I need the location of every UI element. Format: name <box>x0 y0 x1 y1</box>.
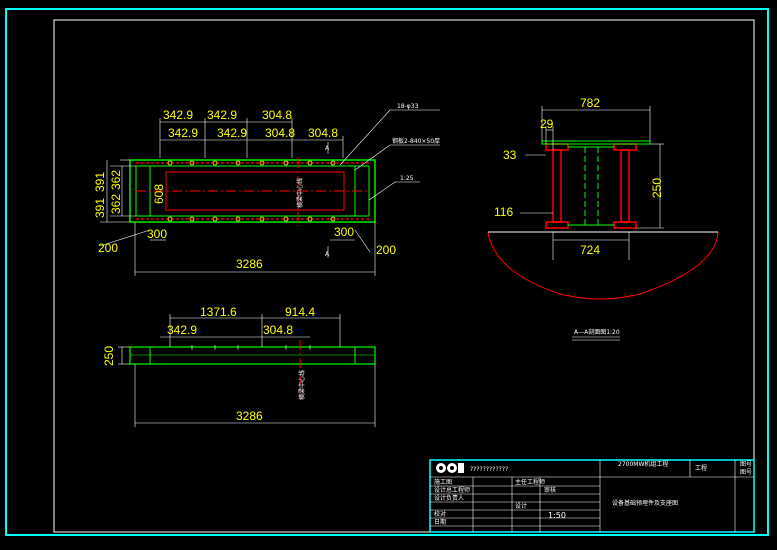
title-scale: 1:50 <box>548 511 566 520</box>
elevation-center-label: 横梁中心线 <box>298 370 306 400</box>
section-width-top: 782 <box>580 96 600 110</box>
section-offset: 33 <box>503 148 517 162</box>
outer-frame <box>5 8 769 536</box>
section-web: 116 <box>494 205 513 219</box>
title-label-3: 设计总工程师 <box>434 486 470 494</box>
plan-dim-top-1: 342.9 <box>163 108 193 122</box>
section-width-bottom: 724 <box>580 243 600 257</box>
title-label-2: 主任工程师 <box>515 478 545 486</box>
section-caption: A—A剖面图1:20 <box>574 328 620 336</box>
plan-dim-bottom-right2: 200 <box>376 243 396 257</box>
title-right-top: 图号 <box>740 461 752 468</box>
plan-dim-left-2: 391 <box>93 198 107 218</box>
elevation-height: 250 <box>102 346 116 366</box>
plan-dim-bottom-left: 200 <box>98 241 118 255</box>
elevation-dim-mid-2: 304.8 <box>263 323 293 337</box>
elevation-dim-top-1: 1371.6 <box>200 305 237 319</box>
title-label-6: 设计 <box>515 502 527 510</box>
title-label-1: 施工图 <box>434 478 452 486</box>
title-label-5: 设计负责人 <box>434 494 464 502</box>
section-flange: 29 <box>540 117 554 131</box>
title-label-8: 日期 <box>434 518 446 526</box>
elevation-dim-top-2: 914.4 <box>285 305 315 319</box>
elevation-view: 1371.6 914.4 342.9 304.8 250 3286 横梁中心线 <box>102 305 376 427</box>
title-label-4: 审核 <box>544 486 556 494</box>
elevation-overall-length: 3286 <box>236 409 263 423</box>
section-view: 782 29 33 250 116 724 A—A剖面图1:20 <box>487 96 719 341</box>
title-right-bottom: 图号 <box>740 469 752 476</box>
plan-note-holes: 18-φ33 <box>397 103 419 110</box>
plan-dim-left2-1: 362 <box>109 170 123 190</box>
title-label-7: 校对 <box>434 510 446 518</box>
plan-dim-top2-2: 342.9 <box>217 126 247 140</box>
title-block <box>429 459 755 533</box>
plan-dim-bottom-right: 300 <box>334 225 354 239</box>
plan-overall-length: 3286 <box>236 257 263 271</box>
plan-dim-left2-2: 362 <box>109 194 123 214</box>
drawing-border <box>53 19 755 533</box>
plan-center-label: 横梁中心线 <box>296 178 304 208</box>
elevation-dim-mid-1: 342.9 <box>167 323 197 337</box>
plan-section-mark-top: A <box>325 145 330 152</box>
plan-view: 342.9 342.9 304.8 342.9 342.9 304.8 304.… <box>93 103 440 276</box>
plan-dim-top2-3: 304.8 <box>265 126 295 140</box>
title-company: ???????????? <box>470 466 508 473</box>
title-logo-icon <box>436 463 464 473</box>
plan-note-plate: 钢板2-840×50厚 <box>392 137 440 145</box>
plan-section-mark-bottom: A <box>325 251 330 258</box>
title-project: 2700MW机组工程 <box>618 460 668 468</box>
plan-note-slope: 1:25 <box>400 175 414 182</box>
plan-dim-left-1: 391 <box>93 172 107 192</box>
plan-dim-top-2: 342.9 <box>207 108 237 122</box>
plan-dim-top2-1: 342.9 <box>168 126 198 140</box>
title-project-right: 工程 <box>695 464 707 472</box>
plan-dim-bottom-left2: 300 <box>147 227 167 241</box>
plan-dim-top2-4: 304.8 <box>308 126 338 140</box>
title-drawing-title: 设备基础预埋件及支座图 <box>612 499 678 507</box>
plan-inner-height: 608 <box>152 184 166 204</box>
plan-dim-top-3: 304.8 <box>262 108 292 122</box>
section-height: 250 <box>650 178 664 198</box>
